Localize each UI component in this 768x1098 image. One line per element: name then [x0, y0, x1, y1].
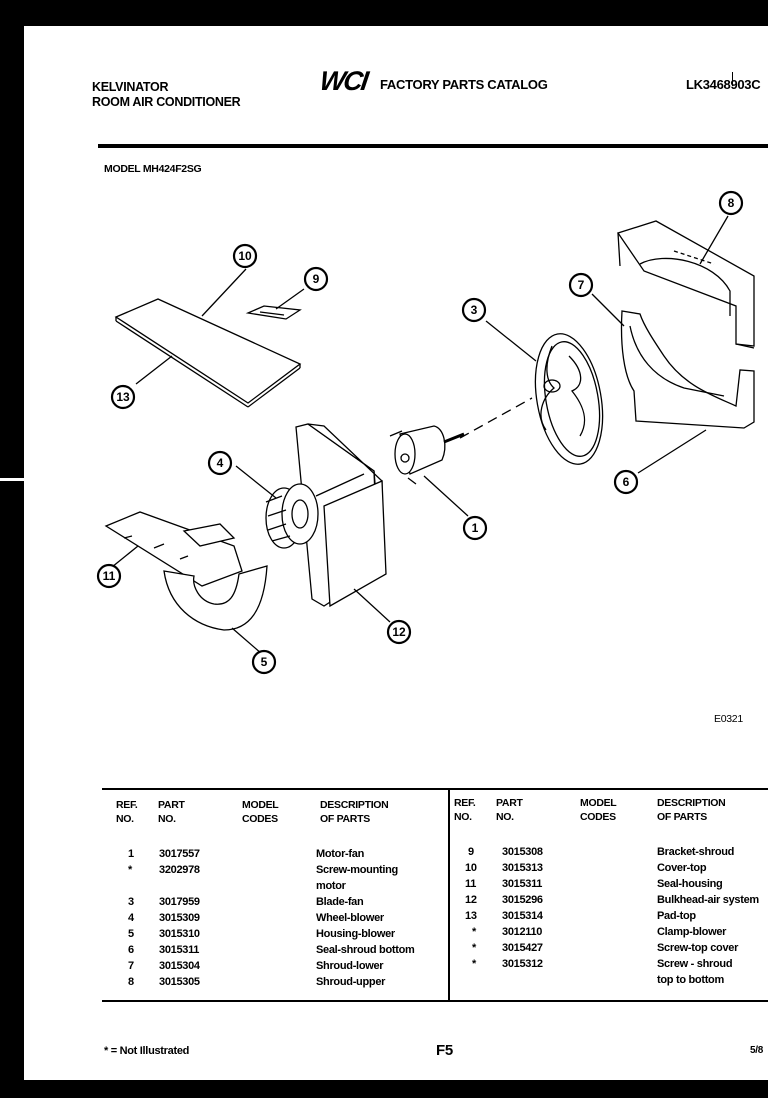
shroud-lower-drawing — [620, 310, 755, 429]
part-l6: 3015311 — [159, 944, 200, 956]
hdr-desc-left: DESCRIPTION OF PARTS — [320, 799, 389, 825]
hdr-ref-right: REF. NO. — [454, 797, 476, 823]
desc-r6: Screw-top cover — [657, 942, 739, 954]
ref-l3: 3 — [128, 896, 134, 908]
part-l0: 3017557 — [159, 848, 200, 860]
table-bottom-rule — [102, 1000, 768, 1002]
bulkhead-air-system-drawing — [295, 423, 387, 608]
table-divider — [448, 790, 450, 1000]
fan-blade-drawing — [534, 333, 604, 465]
ref-l1: * — [128, 864, 132, 876]
callout-5: 5 — [261, 655, 268, 669]
part-r7: 3015312 — [502, 958, 543, 970]
ref-r5: * — [472, 926, 476, 938]
part-l1: 3202978 — [159, 864, 200, 876]
desc-l3: Blade-fan — [316, 896, 364, 908]
callout-4: 4 — [217, 456, 224, 470]
hdr-part-left: PART NO. — [158, 799, 185, 825]
part-l5: 3015310 — [159, 928, 200, 940]
ref-r3: 12 — [465, 894, 477, 906]
blower-housing-drawing — [104, 511, 268, 631]
catalog-code: LK3468903C — [686, 77, 761, 92]
part-r2: 3015311 — [502, 878, 543, 890]
ref-l8: 8 — [128, 976, 134, 988]
scan-edge-mark — [0, 478, 24, 481]
desc-r2: Seal-housing — [657, 878, 723, 890]
ref-r1: 10 — [465, 862, 477, 874]
shroud-upper-drawing — [616, 220, 755, 349]
desc-r4: Pad-top — [657, 910, 696, 922]
exploded-parts-diagram: 10 9 3 7 8 6 13 1 4 11 12 5 — [96, 190, 755, 675]
page-date-fragment: 5/8 — [750, 1045, 764, 1056]
catalog-title: FACTORY PARTS CATALOG — [380, 77, 548, 92]
brand-name: KELVINATOR — [92, 80, 169, 94]
margin-tick — [732, 72, 733, 86]
diagram-code: E0321 — [714, 713, 743, 725]
part-l7: 3015304 — [159, 960, 200, 972]
callout-6: 6 — [623, 475, 630, 489]
hdr-part-right: PART NO. — [496, 797, 523, 823]
part-r5: 3012110 — [502, 926, 543, 938]
product-line: ROOM AIR CONDITIONER — [92, 95, 241, 109]
hdr-model-left: MODEL CODES — [242, 799, 279, 825]
desc-l6: Seal-shroud bottom — [316, 944, 415, 956]
ref-r6: * — [472, 942, 476, 954]
desc-r0: Bracket-shroud — [657, 846, 735, 858]
desc-l1: Screw-mounting — [316, 864, 398, 876]
ref-r2: 11 — [465, 878, 477, 890]
desc-l8: Shroud-upper — [316, 976, 386, 988]
part-r6: 3015427 — [502, 942, 543, 954]
part-r3: 3015296 — [502, 894, 543, 906]
ref-l7: 7 — [128, 960, 134, 972]
desc-l2: motor — [316, 880, 346, 892]
part-l3: 3017959 — [159, 896, 200, 908]
pad-top-drawing — [114, 298, 302, 408]
desc-l4: Wheel-blower — [316, 912, 384, 924]
desc-l5: Housing-blower — [316, 928, 395, 940]
desc-r8: top to bottom — [657, 974, 724, 986]
blower-wheel-drawing — [265, 483, 319, 549]
desc-r3: Bulkhead-air system — [657, 894, 759, 906]
callout-1: 1 — [472, 521, 479, 535]
motor-fan-drawing — [389, 425, 465, 485]
desc-r5: Clamp-blower — [657, 926, 727, 938]
ref-l6: 6 — [128, 944, 134, 956]
ref-l4: 4 — [128, 912, 134, 924]
part-r4: 3015314 — [502, 910, 543, 922]
not-illustrated-note: * = Not Illustrated — [104, 1045, 190, 1057]
model-number: MODEL MH424F2SG — [104, 163, 202, 175]
part-r1: 3015313 — [502, 862, 543, 874]
ref-r4: 13 — [465, 910, 477, 922]
table-top-rule — [102, 788, 768, 790]
part-l8: 3015305 — [159, 976, 200, 988]
desc-r7: Screw - shroud — [657, 958, 733, 970]
callout-leaders — [111, 215, 729, 655]
callout-13: 13 — [116, 390, 130, 404]
header-rule — [98, 144, 768, 148]
ref-r0: 9 — [468, 846, 474, 858]
callout-3: 3 — [471, 303, 478, 317]
callout-11: 11 — [103, 569, 116, 583]
ref-r7: * — [472, 958, 476, 970]
part-r0: 3015308 — [502, 846, 543, 858]
catalog-page: KELVINATOR ROOM AIR CONDITIONER WCI FACT… — [24, 26, 768, 1080]
callout-12: 12 — [392, 625, 406, 639]
desc-l0: Motor-fan — [316, 848, 365, 860]
ref-l5: 5 — [128, 928, 134, 940]
part-l4: 3015309 — [159, 912, 200, 924]
callout-8: 8 — [728, 196, 735, 210]
bracket-shroud-drawing — [245, 305, 302, 320]
hdr-model-right: MODEL CODES — [580, 797, 617, 823]
callout-circles — [96, 190, 744, 675]
callout-9: 9 — [313, 272, 320, 286]
hdr-ref-left: REF. NO. — [116, 799, 138, 825]
hdr-desc-right: DESCRIPTION OF PARTS — [657, 797, 726, 823]
callout-7: 7 — [578, 278, 585, 292]
desc-r1: Cover-top — [657, 862, 707, 874]
ref-l0: 1 — [128, 848, 134, 860]
page-number: F5 — [436, 1042, 453, 1059]
brand-block: KELVINATOR ROOM AIR CONDITIONER — [92, 80, 241, 110]
desc-l7: Shroud-lower — [316, 960, 384, 972]
callout-10: 10 — [238, 249, 252, 263]
